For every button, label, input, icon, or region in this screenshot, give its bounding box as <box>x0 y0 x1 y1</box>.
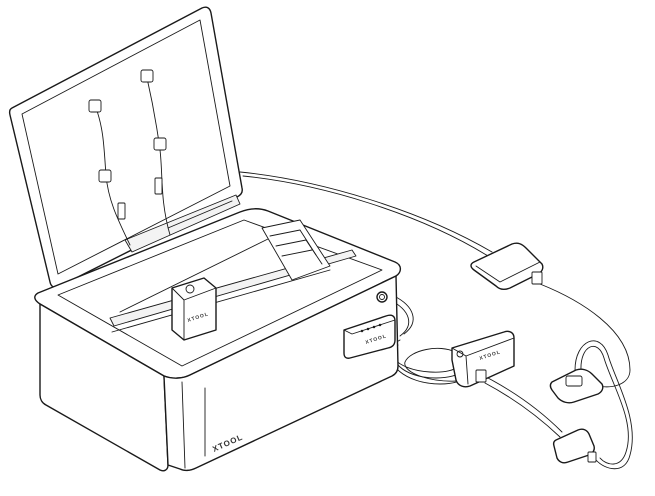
side-module-body[interactable] <box>343 314 396 359</box>
cable-box-to-module-2 <box>393 295 414 335</box>
gantry: XTOOL <box>109 219 357 341</box>
y-axis-detail-2 <box>275 239 323 265</box>
power-button-icon[interactable] <box>376 291 388 303</box>
y-axis-detail-3 <box>281 249 313 257</box>
cable-wall-loop <box>574 340 633 470</box>
lid-connector-5 <box>117 202 126 220</box>
open-lid <box>8 6 243 289</box>
laser-head[interactable] <box>171 277 217 341</box>
box-front-right-face <box>163 275 399 472</box>
air-module-front <box>465 355 469 385</box>
laser-head-face <box>171 287 217 341</box>
lid-connector-6 <box>154 177 163 195</box>
cable-lid-to-adapter <box>239 171 493 253</box>
lid-connector-1 <box>88 99 102 113</box>
indicator-led-icon <box>360 323 382 333</box>
air-assist-module: XTOOL <box>451 330 515 388</box>
lid-connector-4 <box>153 137 167 151</box>
air-module-plug <box>475 369 487 383</box>
power-adapter-edge <box>475 261 541 283</box>
lid-hinge-slot <box>167 200 233 229</box>
lid-connector-2 <box>140 69 154 83</box>
wall-plug-head <box>565 375 583 387</box>
air-module-port <box>456 350 464 358</box>
cable-module-to-brick <box>487 377 563 433</box>
lid-hinge <box>124 194 241 253</box>
y-axis-block <box>261 219 331 281</box>
lid-inner-frame <box>21 19 231 275</box>
box-front-left-face <box>39 303 169 472</box>
cable-adapter-to-wall <box>539 283 631 388</box>
cable-module-to-brick-2 <box>484 382 561 438</box>
lid-connector-3 <box>98 169 112 183</box>
cable-wall-loop-2 <box>580 346 629 465</box>
power-adapter <box>470 242 544 291</box>
laser-head-fan-icon <box>185 284 195 294</box>
rail-front-2 <box>111 269 331 333</box>
power-adapter-plug <box>531 271 543 285</box>
rail-left <box>119 237 271 313</box>
side-module: XTOOL <box>343 314 396 359</box>
inline-adapter-plug <box>587 451 597 463</box>
box-corner-edge <box>181 381 186 469</box>
wall-plug <box>549 368 604 404</box>
cable-lid-to-adapter-2 <box>242 175 489 257</box>
power-button-inner <box>379 294 385 300</box>
box-inner-rim <box>57 219 383 367</box>
inline-adapter <box>552 428 597 464</box>
